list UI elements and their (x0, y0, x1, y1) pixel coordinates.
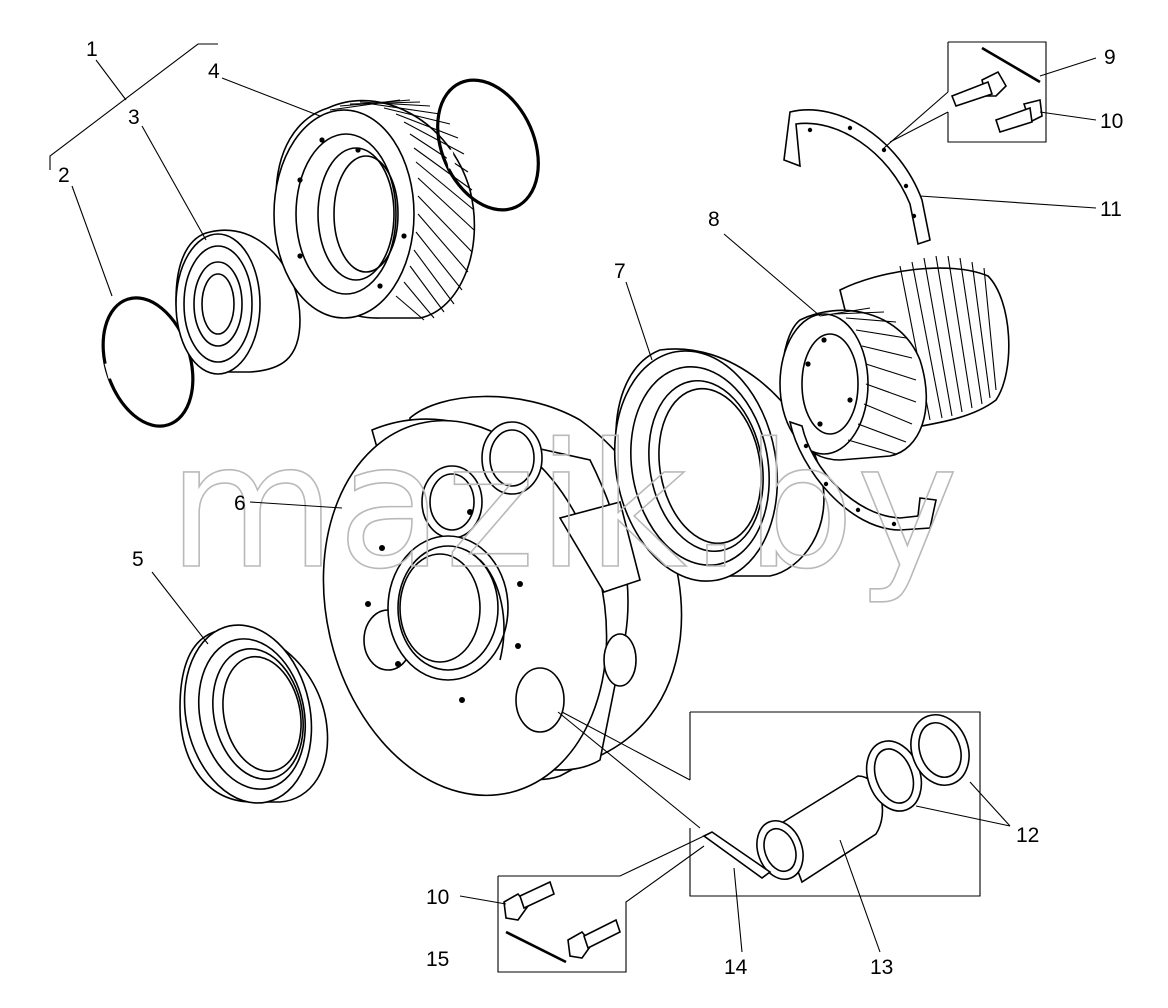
part-8-front-teeth (819, 307, 917, 455)
part-6-planet-carrier (322, 395, 683, 797)
kit-box-9-10 (883, 41, 1047, 149)
part-8-splined-hub (779, 255, 1010, 461)
callout-6: 6 (234, 492, 246, 515)
part-1-snap-ring (436, 78, 540, 212)
part-14-key (702, 831, 772, 879)
callout-13: 13 (870, 956, 893, 979)
bolt-15-upper (503, 880, 555, 921)
part-11-shim-upper (783, 109, 931, 246)
callout-10-lower: 10 (426, 886, 449, 909)
callout-14: 14 (724, 956, 748, 979)
part-12-rings (865, 714, 970, 812)
kit-box-10-15 (497, 711, 705, 973)
callout-3: 3 (128, 106, 140, 129)
bolt-9-10-lower (994, 99, 1043, 133)
callout-2: 2 (58, 164, 70, 187)
callouts: 1 2 3 4 5 6 7 8 9 10 11 12 13 14 10 15 (58, 38, 1123, 979)
callout-9: 9 (1104, 46, 1116, 69)
bolt-9-10-upper (950, 70, 1007, 107)
callout-7: 7 (614, 260, 626, 283)
callout-1: 1 (86, 38, 98, 61)
part-11-shim-lower (788, 420, 937, 531)
callout-8: 8 (708, 208, 720, 231)
callout-5: 5 (132, 548, 144, 571)
leader-lines (49, 43, 1097, 953)
callout-12: 12 (1016, 824, 1039, 847)
callout-4: 4 (208, 60, 220, 83)
watermark: mazik.by (168, 406, 960, 607)
kit-box-12-13-14 (561, 711, 981, 897)
callout-10-upper: 10 (1100, 110, 1123, 133)
part-13-pin (756, 775, 884, 884)
part-5-bearing (179, 624, 329, 804)
callout-15: 15 (426, 948, 449, 971)
part-8-rear-splines (899, 255, 997, 421)
part-7-large-bearing (613, 348, 825, 582)
part-4-ring-gear (273, 99, 476, 321)
part-3-bearing (175, 229, 301, 375)
bolt-15-lower (567, 918, 621, 959)
callout-11: 11 (1100, 198, 1122, 221)
